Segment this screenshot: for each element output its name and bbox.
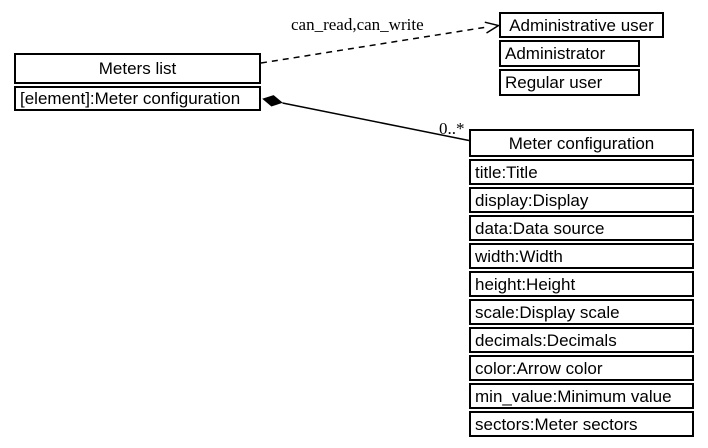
class-name-header: Administrative user [499,12,664,38]
class-name-header: Meter configuration [469,129,694,157]
class-attribute-row: width:Width [469,243,694,269]
composition-diamond-icon [262,95,283,107]
class-attribute-row: decimals:Decimals [469,327,694,353]
multiplicity-label: 0..* [439,119,465,138]
class-attribute-row: [element]:Meter configuration [14,86,261,111]
class-attribute-row: height:Height [469,271,694,297]
class-attribute-row: data:Data source [469,215,694,241]
class-attribute-row: scale:Display scale [469,299,694,325]
class-attribute-row: Administrator [499,40,640,67]
open-arrowhead-icon [484,21,501,34]
class-attribute-row: min_value:Minimum value [469,383,694,409]
class-name-header: Meters list [14,53,261,84]
class-attribute-row: color:Arrow color [469,355,694,381]
dependency-label: can_read,can_write [291,15,424,34]
class-attribute-row: display:Display [469,187,694,213]
class-attribute-row: sectors:Meter sectors [469,411,694,437]
class-attribute-row: Regular user [499,69,640,96]
class-attribute-row: title:Title [469,159,694,185]
